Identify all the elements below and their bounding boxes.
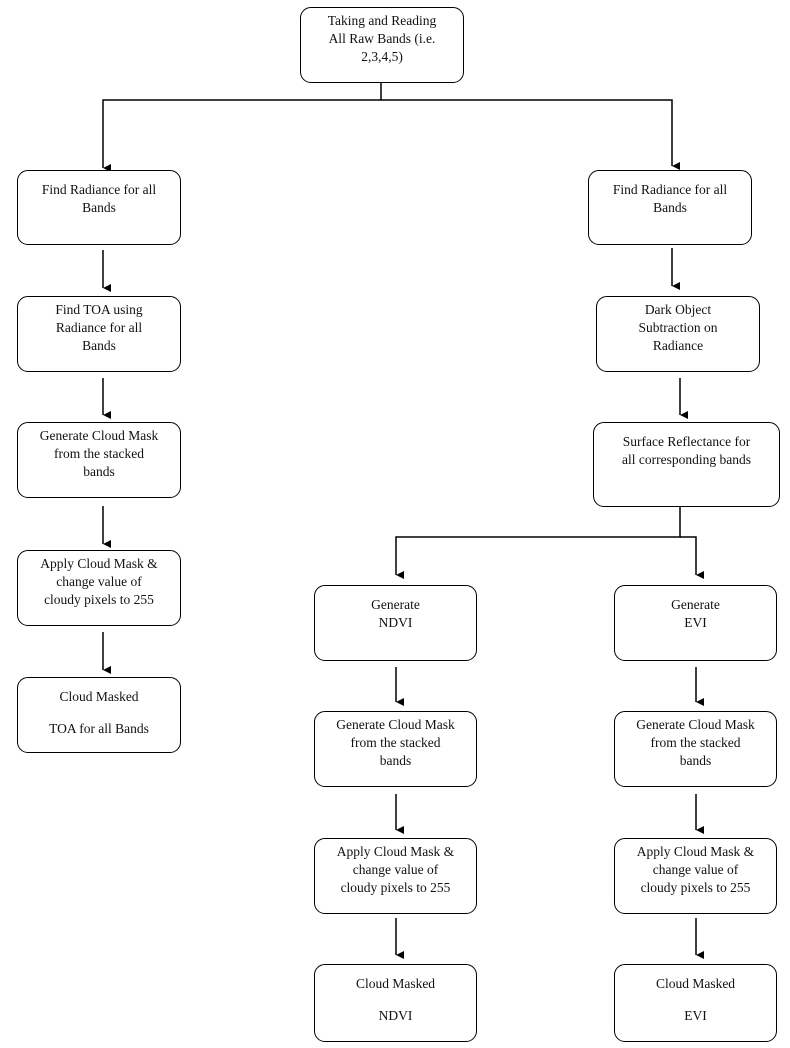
- node-read-raw-bands-line-3: 2,3,4,5): [361, 49, 403, 64]
- node-cloud-masked-ndvi-line-1: Cloud Masked: [355, 976, 436, 991]
- node-evi-apply-cloud-mask-line-2: change value of: [652, 862, 739, 877]
- connector-start-split-right: [381, 99, 680, 170]
- node-left-apply-cloud-mask: Apply Cloud Mask & change value of cloud…: [17, 550, 181, 626]
- node-evi-generate-cloud-mask: Generate Cloud Mask from the stacked ban…: [614, 711, 777, 787]
- node-evi-generate-cloud-mask-line-2: from the stacked: [650, 735, 741, 750]
- node-generate-evi-line-1: Generate: [671, 597, 720, 612]
- node-left-generate-cloud-mask-line-3: bands: [83, 464, 115, 479]
- node-right-find-radiance-line-2: Bands: [653, 200, 687, 215]
- node-cloud-masked-evi-line-1: Cloud Masked: [655, 976, 736, 991]
- node-ndvi-apply-cloud-mask-line-1: Apply Cloud Mask &: [336, 844, 455, 859]
- connector-start-split: [102, 82, 382, 172]
- node-ndvi-apply-cloud-mask: Apply Cloud Mask & change value of cloud…: [314, 838, 477, 914]
- node-ndvi-apply-cloud-mask-line-3: cloudy pixels to 255: [340, 880, 451, 895]
- connector-surface-split-evi: [680, 536, 704, 579]
- node-generate-ndvi: Generate NDVI: [314, 585, 477, 661]
- node-evi-generate-cloud-mask-line-1: Generate Cloud Mask: [636, 717, 755, 732]
- node-cloud-masked-evi: Cloud Masked EVI: [614, 964, 777, 1042]
- node-generate-ndvi-line-1: Generate: [371, 597, 420, 612]
- node-right-dark-object-subtraction-line-3: Radiance: [652, 338, 704, 353]
- node-left-find-toa-line-1: Find TOA using: [55, 302, 143, 317]
- node-right-find-radiance-line-1: Find Radiance for all: [612, 182, 728, 197]
- node-left-apply-cloud-mask-line-3: cloudy pixels to 255: [44, 592, 154, 607]
- node-left-find-toa-line-3: Bands: [82, 338, 116, 353]
- node-left-find-toa: Find TOA using Radiance for all Bands: [17, 296, 181, 372]
- node-read-raw-bands-line-2: All Raw Bands (i.e.: [328, 31, 436, 46]
- node-left-find-radiance: Find Radiance for all Bands: [17, 170, 181, 245]
- node-read-raw-bands-line-1: Taking and Reading: [327, 13, 437, 28]
- node-ndvi-generate-cloud-mask: Generate Cloud Mask from the stacked ban…: [314, 711, 477, 787]
- node-ndvi-generate-cloud-mask-line-1: Generate Cloud Mask: [336, 717, 455, 732]
- node-left-cloud-masked-toa: Cloud Masked TOA for all Bands: [17, 677, 181, 753]
- node-left-generate-cloud-mask: Generate Cloud Mask from the stacked ban…: [17, 422, 181, 498]
- node-left-generate-cloud-mask-line-1: Generate Cloud Mask: [39, 428, 159, 443]
- node-right-surface-reflectance: Surface Reflectance for all correspondin…: [593, 422, 780, 507]
- node-left-find-radiance-line-1: Find Radiance for all: [41, 182, 157, 197]
- node-right-dark-object-subtraction: Dark Object Subtraction on Radiance: [596, 296, 760, 372]
- node-left-apply-cloud-mask-line-2: change value of: [56, 574, 142, 589]
- node-cloud-masked-ndvi-line-2: NDVI: [378, 1008, 413, 1023]
- node-cloud-masked-evi-line-2: EVI: [684, 1008, 707, 1023]
- node-left-apply-cloud-mask-line-1: Apply Cloud Mask &: [40, 556, 158, 571]
- node-left-cloud-masked-toa-line-2: TOA for all Bands: [49, 721, 149, 736]
- node-ndvi-generate-cloud-mask-line-3: bands: [379, 753, 412, 768]
- node-left-generate-cloud-mask-line-2: from the stacked: [54, 446, 144, 461]
- node-right-surface-reflectance-line-2: all corresponding bands: [622, 452, 751, 467]
- node-evi-generate-cloud-mask-line-3: bands: [679, 753, 712, 768]
- node-read-raw-bands: Taking and Reading All Raw Bands (i.e. 2…: [300, 7, 464, 83]
- node-left-find-toa-line-2: Radiance for all: [55, 320, 143, 335]
- node-evi-apply-cloud-mask-line-1: Apply Cloud Mask &: [636, 844, 755, 859]
- node-cloud-masked-ndvi: Cloud Masked NDVI: [314, 964, 477, 1042]
- node-left-find-radiance-line-2: Bands: [82, 200, 116, 215]
- node-right-dark-object-subtraction-line-1: Dark Object: [644, 302, 712, 317]
- node-right-find-radiance: Find Radiance for all Bands: [588, 170, 752, 245]
- node-evi-apply-cloud-mask: Apply Cloud Mask & change value of cloud…: [614, 838, 777, 914]
- node-left-cloud-masked-toa-line-1: Cloud Masked: [59, 689, 139, 704]
- node-ndvi-apply-cloud-mask-line-2: change value of: [352, 862, 439, 877]
- connector-surface-split: [395, 506, 681, 579]
- node-generate-evi-line-2: EVI: [684, 615, 707, 630]
- node-evi-apply-cloud-mask-line-3: cloudy pixels to 255: [640, 880, 751, 895]
- node-ndvi-generate-cloud-mask-line-2: from the stacked: [350, 735, 441, 750]
- node-generate-evi: Generate EVI: [614, 585, 777, 661]
- node-right-dark-object-subtraction-line-2: Subtraction on: [638, 320, 718, 335]
- node-right-surface-reflectance-line-1: Surface Reflectance for: [622, 434, 751, 449]
- node-generate-ndvi-line-2: NDVI: [378, 615, 413, 630]
